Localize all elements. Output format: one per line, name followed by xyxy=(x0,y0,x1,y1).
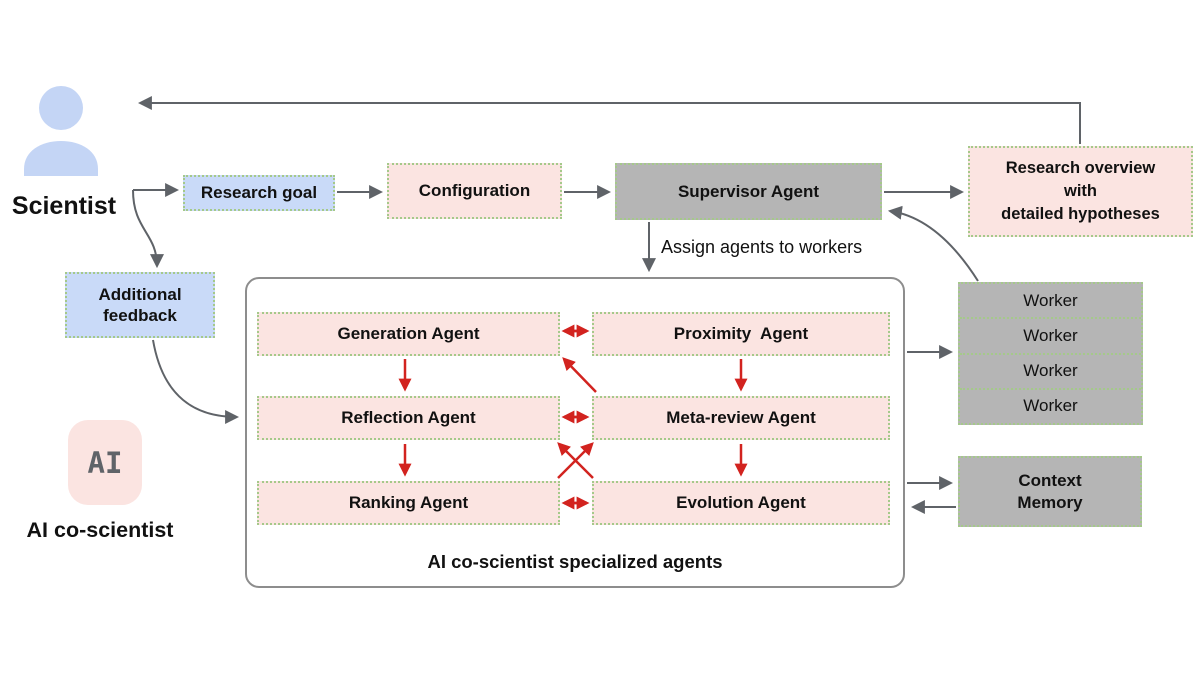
arrow-workers-to-supervisor xyxy=(887,205,979,282)
scientist-label: Scientist xyxy=(11,192,117,220)
worker-row: Worker xyxy=(960,352,1141,388)
reflection-agent-box: Reflection Agent xyxy=(257,396,560,440)
scientist-person-icon xyxy=(24,86,98,176)
arrow-scientist-to-additional-feedback xyxy=(132,189,164,269)
ranking-agent-box: Ranking Agent xyxy=(257,481,560,525)
evolution-agent-box: Evolution Agent xyxy=(592,481,890,525)
worker-row: Worker xyxy=(960,317,1141,352)
assign-agents-label: Assign agents to workers xyxy=(661,237,863,257)
ai-chip-icon: AI xyxy=(68,420,142,505)
proximity-agent-box: Proximity Agent xyxy=(592,312,890,356)
generation-agent-box: Generation Agent xyxy=(257,312,560,356)
arrow-feedback-to-agents xyxy=(152,339,240,424)
worker-row: Worker xyxy=(1023,290,1078,310)
meta-review-agent-box: Meta-review Agent xyxy=(592,396,890,440)
ai-coscientist-label: AI co-scientist xyxy=(26,518,174,542)
research-overview-box: Research overview with detailed hypothes… xyxy=(968,146,1193,237)
arrow-overview-to-scientist xyxy=(137,96,1081,144)
research-goal-box: Research goal xyxy=(183,175,335,211)
supervisor-agent-box: Supervisor Agent xyxy=(615,163,882,220)
configuration-box: Configuration xyxy=(387,163,562,219)
specialized-agents-title: AI co-scientist specialized agents xyxy=(427,551,723,572)
worker-row: Worker xyxy=(960,387,1141,423)
worker-stack: Worker Worker Worker Worker xyxy=(958,282,1143,425)
context-memory-box: Context Memory xyxy=(958,456,1142,527)
additional-feedback-box: Additional feedback xyxy=(65,272,215,338)
